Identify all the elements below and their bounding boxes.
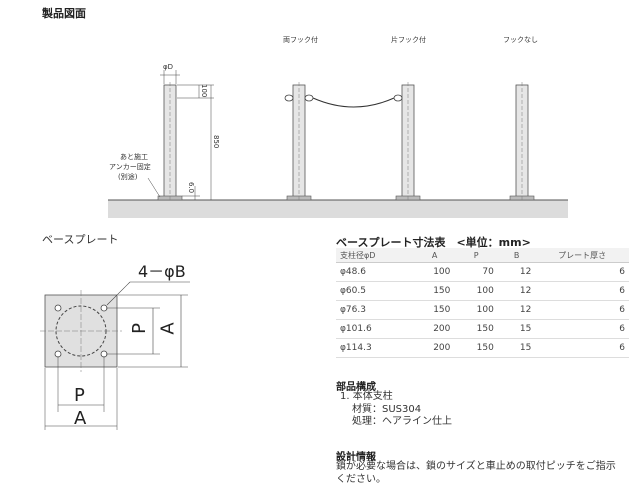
anchor-note: あと施工 アンカー固定 (別途)	[109, 152, 151, 182]
cell: 150	[454, 319, 498, 339]
cell: 150	[454, 338, 498, 358]
base-plate-title: ベースプレート	[42, 233, 119, 246]
parts-item1: 1. 本体支柱	[340, 391, 393, 402]
hole-label: 4－φB	[138, 262, 186, 281]
cell: φ114.3	[336, 338, 415, 358]
label-one-hook: 片フック付	[391, 36, 426, 44]
post-2	[284, 82, 314, 201]
cell: 70	[454, 262, 498, 282]
cell: 12	[497, 281, 536, 301]
col-header: プレート厚さ	[535, 248, 629, 263]
label-dim-100: 100	[200, 84, 208, 98]
anchor-note-line3: (別途)	[118, 173, 138, 181]
table-row: φ76.3 150 100 12 6	[336, 300, 629, 320]
base-plate-drawing	[40, 281, 190, 430]
cell: φ101.6	[336, 319, 415, 339]
table-row: φ48.6 100 70 12 6	[336, 262, 629, 282]
cell: 15	[497, 319, 536, 339]
cell: 12	[497, 262, 536, 282]
cell: 100	[454, 281, 498, 301]
p-label-right: P	[128, 323, 150, 334]
cell: 6	[535, 300, 629, 320]
post-1	[157, 82, 183, 201]
cell: 6	[535, 262, 629, 282]
cell: 12	[497, 300, 536, 320]
label-dim-6: 6.0	[187, 182, 195, 194]
parts-title: 部品構成	[336, 382, 376, 393]
table-row: φ101.6 200 150 15 6	[336, 319, 629, 339]
label-no-hook: フックなし	[503, 36, 538, 44]
parts-material: 材質：SUS304	[352, 404, 422, 415]
cell: φ76.3	[336, 300, 415, 320]
chain	[312, 97, 395, 108]
design-line2: ください。	[336, 474, 386, 485]
dim-table-title: ベースプレート寸法表 <単位：mm>	[336, 236, 531, 249]
label-both-hook: 両フック付	[283, 36, 318, 44]
cell: 150	[414, 300, 455, 320]
post-4	[509, 82, 535, 201]
dim-table: 支柱径φD A P B プレート厚さ φ48.6 100 70 12 6 φ60…	[336, 248, 629, 358]
post-3	[393, 82, 421, 201]
page-title: 製品図面	[42, 7, 86, 20]
cell: 6	[535, 319, 629, 339]
cell: 6	[535, 281, 629, 301]
cell: 6	[535, 338, 629, 358]
parts-finish: 処理：ヘアライン仕上	[352, 416, 452, 427]
col-header: 支柱径φD	[336, 248, 415, 263]
col-header: P	[454, 248, 498, 263]
label-dim-850: 850	[212, 135, 220, 149]
hole	[54, 304, 62, 312]
design-line1: 鎖が必要な場合は、鎖のサイズと車止めの取付ピッチをご指示	[336, 461, 616, 472]
ground	[108, 200, 568, 218]
col-header: B	[497, 248, 536, 263]
cell: 100	[454, 300, 498, 320]
cell: φ60.5	[336, 281, 415, 301]
anchor-note-line2: アンカー固定	[109, 163, 151, 171]
a-label-bottom: A	[74, 408, 87, 429]
design-title: 設計情報	[336, 452, 376, 463]
label-phi-d: φD	[163, 63, 174, 71]
a-label-right: A	[157, 322, 179, 335]
table-row: φ114.3 200 150 15 6	[336, 338, 629, 358]
cell: φ48.6	[336, 262, 415, 282]
anchor-note-line1: あと施工	[120, 153, 148, 161]
cell: 150	[414, 281, 455, 301]
cell: 100	[414, 262, 455, 282]
cell: 200	[414, 338, 455, 358]
table-header-row: 支柱径φD A P B プレート厚さ	[336, 248, 629, 263]
table-row: φ60.5 150 100 12 6	[336, 281, 629, 301]
cell: 200	[414, 319, 455, 339]
product-drawing	[108, 70, 568, 218]
col-header: A	[414, 248, 455, 263]
cell: 15	[497, 338, 536, 358]
p-label-bottom: P	[74, 385, 85, 406]
